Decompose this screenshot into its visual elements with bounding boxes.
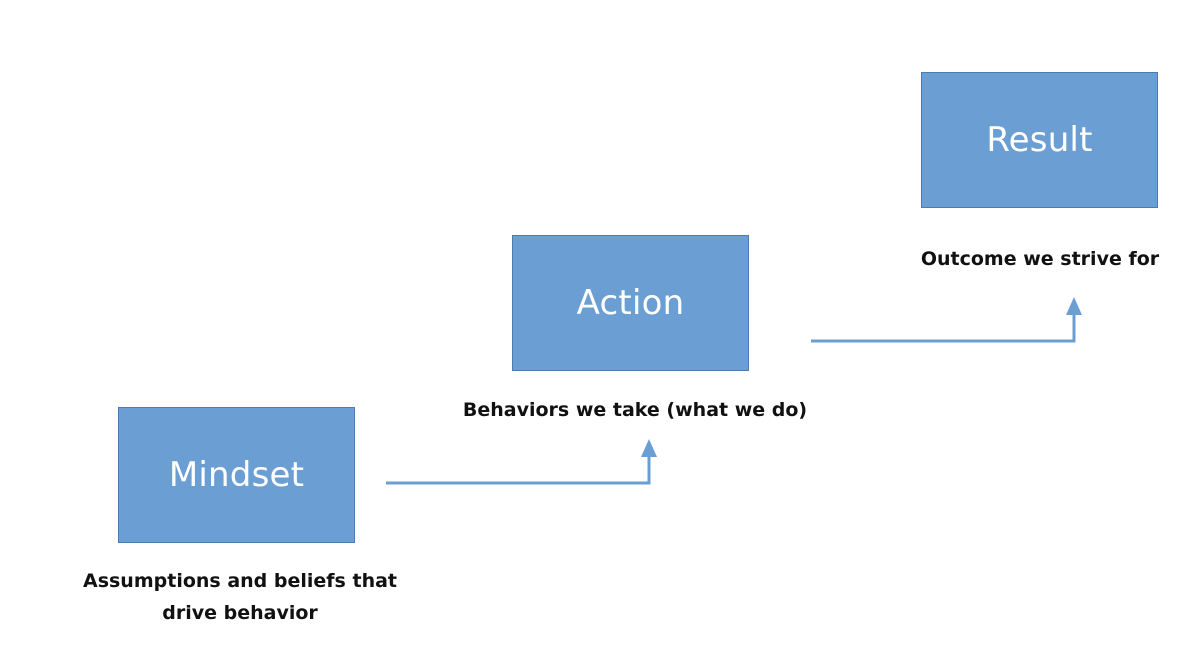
mindset-caption: Assumptions and beliefs that drive behav…	[60, 565, 420, 629]
arrow-mindset-to-action	[386, 439, 657, 485]
arrow-action-to-result-line	[811, 312, 1076, 343]
action-caption: Behaviors we take (what we do)	[440, 394, 830, 426]
mindset-caption-line-2: drive behavior	[162, 602, 318, 624]
result-caption-text: Outcome we strive for	[920, 248, 1160, 270]
mindset-caption-line-1: Assumptions and beliefs that	[82, 570, 397, 592]
arrow-mindset-to-action-line	[386, 454, 651, 485]
mindset-label: Mindset	[168, 455, 305, 495]
arrow-action-to-result-head	[1066, 297, 1082, 315]
result-caption: Outcome we strive for	[895, 243, 1185, 275]
action-caption-text: Behaviors we take (what we do)	[462, 399, 808, 421]
result-box: Result	[921, 72, 1158, 208]
arrow-action-to-result	[811, 297, 1082, 343]
mindset-box: Mindset	[118, 407, 355, 543]
result-label: Result	[986, 120, 1093, 160]
action-label: Action	[576, 283, 685, 323]
arrow-mindset-to-action-head	[641, 439, 657, 457]
action-box: Action	[512, 235, 749, 371]
